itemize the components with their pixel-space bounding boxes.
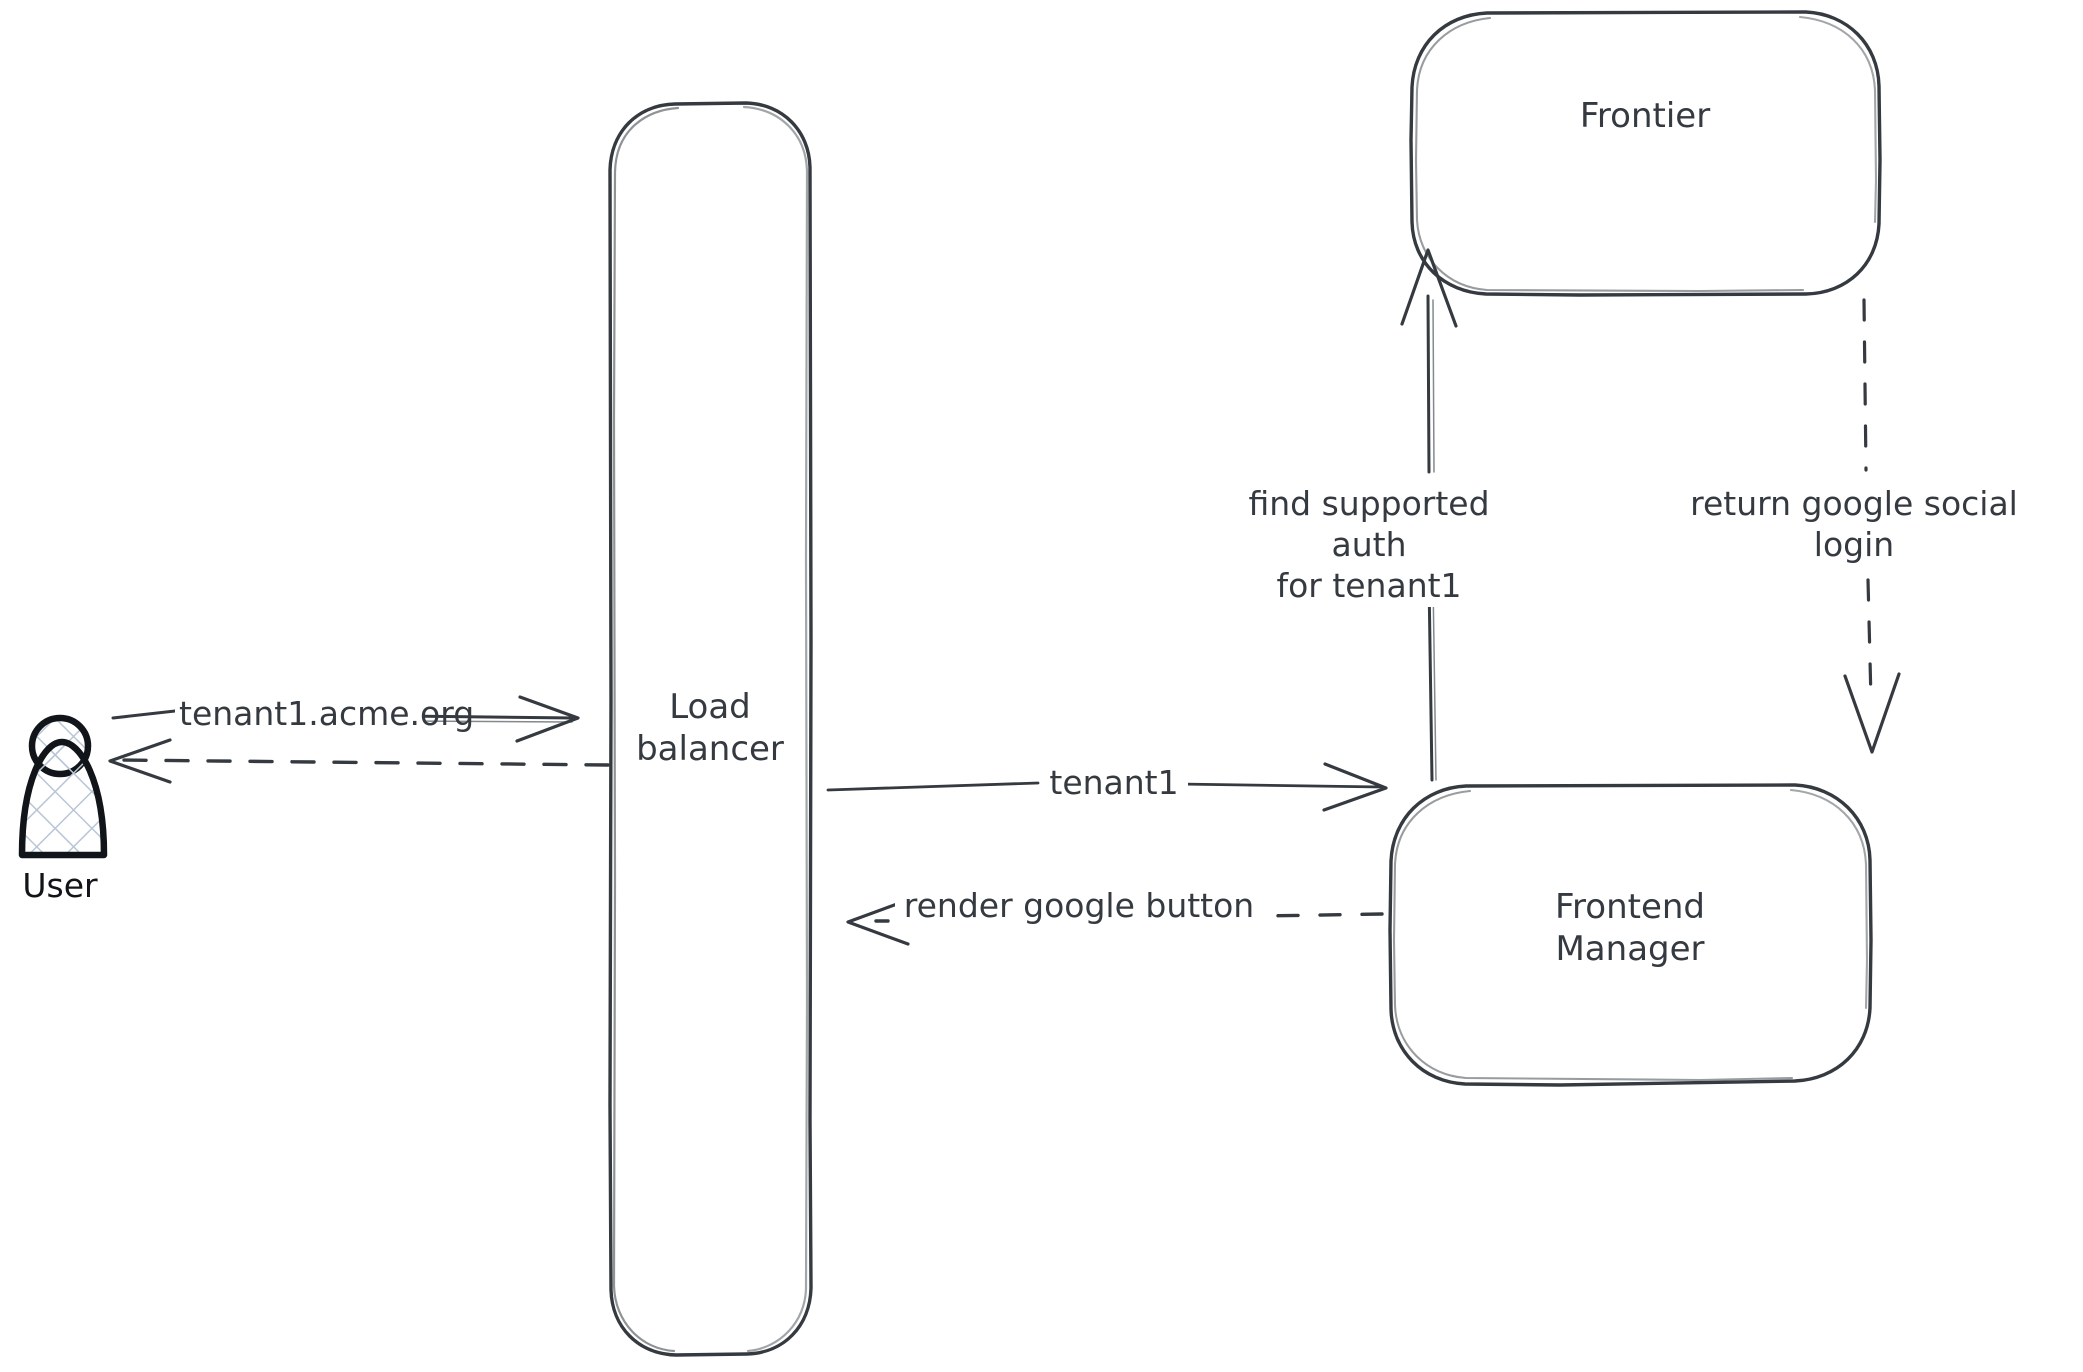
edge-frontend-manager-to-frontier[interactable] (1400, 248, 1458, 782)
edge-frontend-manager-to-load-balancer[interactable] (846, 898, 1384, 946)
edge-user-to-load-balancer[interactable] (111, 695, 580, 743)
node-load-balancer[interactable] (608, 101, 813, 1357)
actor-user[interactable] (15, 705, 120, 865)
edge-frontier-to-frontend-manager[interactable] (1843, 298, 1901, 754)
edge-load-balancer-to-frontend-manager[interactable] (826, 762, 1388, 812)
node-frontend-manager[interactable] (1388, 783, 1873, 1087)
edge-load-balancer-to-user[interactable] (108, 738, 610, 784)
node-frontier[interactable] (1409, 10, 1882, 297)
